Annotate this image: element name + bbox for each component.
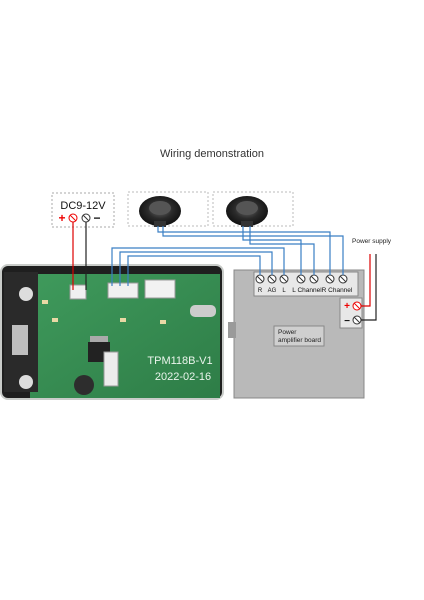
- diagram-title: Wiring demonstration: [160, 148, 264, 160]
- dc-input-box: DC9-12V + −: [51, 192, 115, 228]
- dc-voltage-label: DC9-12V: [60, 200, 106, 212]
- speaker-right: [212, 191, 294, 227]
- module-model-label: TPM118B-V1: [147, 355, 212, 367]
- dc-plus-label: +: [58, 211, 65, 225]
- amp-terminal-screws: [255, 274, 348, 284]
- power-supply-label: Power supply: [352, 238, 392, 245]
- terminal-ag-label: AG: [268, 288, 277, 294]
- wires: [72, 222, 377, 321]
- amp-power-minus-label: −: [344, 316, 350, 327]
- speaker-left: [127, 191, 209, 227]
- terminal-r-channel-label: R Channel: [322, 287, 353, 294]
- module-board: TPM118B-V1 2022-02-16: [0, 264, 224, 400]
- terminal-r-label: R: [258, 288, 263, 294]
- terminal-l-channel-label: L Channel: [292, 287, 322, 294]
- amplifier-board: R AG L L Channel R Channel Power amplifi…: [228, 269, 365, 399]
- amp-power-plus-label: +: [344, 301, 350, 312]
- dc-minus-label: −: [93, 211, 100, 225]
- terminal-l-label: L: [282, 288, 286, 294]
- amp-label-line1: Power: [278, 329, 297, 336]
- module-date-label: 2022-02-16: [155, 371, 211, 383]
- amp-label-line2: amplifier board: [278, 337, 321, 344]
